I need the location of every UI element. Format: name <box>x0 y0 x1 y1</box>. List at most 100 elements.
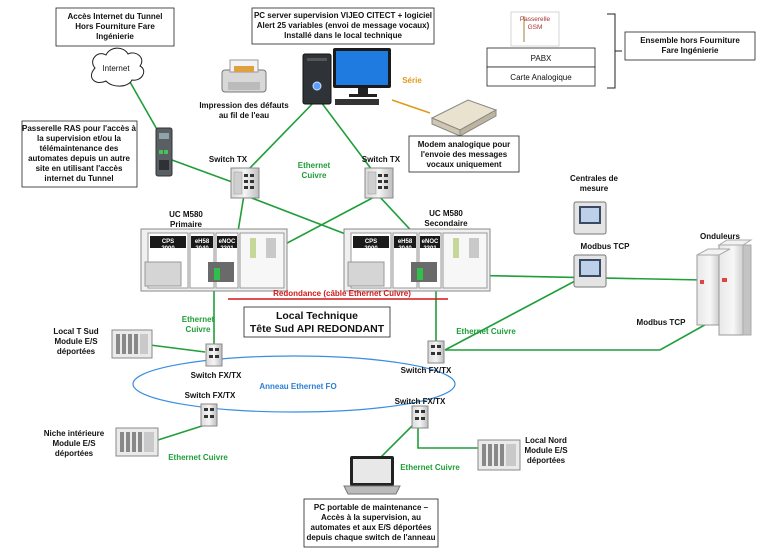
ethernet-cuivre-bottom-left: Ethernet Cuivre <box>168 453 228 462</box>
pabx-label: PABX <box>531 54 552 63</box>
switch-fx-4-label: Switch FX/TX <box>395 397 446 406</box>
centrales-label-1: Centrales de <box>570 174 619 183</box>
anneau-label: Anneau Ethernet FO <box>259 382 336 391</box>
analog-card-label: Carte Analogique <box>510 73 572 82</box>
serial-link <box>391 99 431 114</box>
plc-secondary-rack: CPS 2000 eH58 2040 eNOC 2301 <box>343 228 491 292</box>
ras-line-5: site en utilisant l'accès <box>36 164 123 173</box>
local-t-sud-3: déportées <box>57 347 96 356</box>
enoc-right-1: eNOC <box>422 239 439 245</box>
ehs-right-2: 2040 <box>398 246 412 252</box>
internet-cloud-icon: Internet <box>91 47 145 87</box>
local-nord-2: Module E/S <box>524 446 568 455</box>
fiber-ring <box>132 355 456 413</box>
ethernet-cuivre-top-2: Cuivre <box>302 171 327 180</box>
gsm-label-2: GSM <box>528 24 543 31</box>
switch-tx-left-label: Switch TX <box>209 155 248 164</box>
cps-right-2: 2000 <box>364 246 378 252</box>
internet-box-line-3: Ingénierie <box>96 32 134 41</box>
local-technique-line-1: Local Technique <box>276 310 358 322</box>
pc-portable-line-2: Accès à la supervision, au <box>321 513 421 522</box>
switch-tx-right-icon <box>364 167 394 199</box>
centrales-label-2: mesure <box>580 184 609 193</box>
local-t-sud-1: Local T Sud <box>53 327 98 336</box>
ethernet-cuivre-left-1: Ethernet <box>182 315 215 324</box>
io-module-t-sud-icon <box>111 329 153 359</box>
modem-icon <box>430 99 498 137</box>
niche-label-1: Niche intérieure <box>44 429 105 438</box>
ras-line-2: la supervision et/ou la <box>37 134 122 143</box>
local-nord-3: déportées <box>527 456 566 465</box>
printer-label-1: Impression des défauts <box>199 101 289 110</box>
ras-line-6: internet du Tunnel <box>44 174 113 183</box>
pc-tower-icon <box>302 53 332 105</box>
printer-icon <box>221 59 267 93</box>
uc-primaire-label-2: Primaire <box>170 220 203 229</box>
printer-label-2: au fil de l'eau <box>219 111 269 120</box>
uc-secondaire-label-2: Secondaire <box>424 219 468 228</box>
ras-gateway-device <box>155 127 173 177</box>
enoc-right-2: 2301 <box>423 246 437 252</box>
redondance-label: Redondance (câble Ethernet Cuivre) <box>273 289 411 298</box>
niche-label-2: Module E/S <box>52 439 96 448</box>
io-module-niche-icon <box>115 427 159 457</box>
ras-line-3: télémaintenance des <box>40 144 119 153</box>
pc-server-box: PC server supervision VIJEO CITECT + log… <box>251 7 435 45</box>
modbus-tcp-right-label: Modbus TCP <box>637 318 687 327</box>
uc-primaire-label-1: UC M580 <box>169 210 203 219</box>
modem-box: Modem analogique pour l'envoie des messa… <box>408 135 520 173</box>
cps-left-1: CPS <box>162 239 174 245</box>
switch-fx-1-label: Switch FX/TX <box>191 371 242 380</box>
serial-label: Série <box>402 76 422 85</box>
pc-box-line-3: Installé dans le local technique <box>284 31 402 40</box>
switch-fx-3-label: Switch FX/TX <box>185 391 236 400</box>
ras-line-4: automates depuis un autre <box>28 154 130 163</box>
modem-line-2: l'envoie des messages <box>421 150 508 159</box>
ras-line-1: Passerelle RAS pour l'accès à <box>22 124 137 133</box>
enoc-left-1: eNOC <box>219 239 236 245</box>
power-meter-2-icon <box>573 254 607 288</box>
gsm-gateway-icon: Passerelle GSM <box>510 11 560 47</box>
monitor-icon <box>333 48 391 105</box>
modem-line-1: Modem analogique pour <box>418 140 510 149</box>
ensemble-line-2: Fare Ingénierie <box>662 46 719 55</box>
internet-box-line-1: Accès Internet du Tunnel <box>68 12 163 21</box>
internet-box-line-2: Hors Fourniture Fare <box>75 22 155 31</box>
modem-line-3: vocaux uniquement <box>426 160 501 169</box>
switch-tx-right-label: Switch TX <box>362 155 401 164</box>
power-meter-1-icon <box>573 201 607 235</box>
local-t-sud-2: Module E/S <box>54 337 98 346</box>
enoc-left-2: 2301 <box>220 246 234 252</box>
switch-fx-2-icon <box>427 340 445 364</box>
uc-secondaire-label-1: UC M580 <box>429 209 463 218</box>
gsm-label-1: Passerelle <box>520 16 551 23</box>
pc-portable-line-1: PC portable de maintenance – <box>314 503 429 512</box>
pc-portable-line-4: depuis chaque switch de l'anneau <box>306 533 435 542</box>
ehs-left-1: eH58 <box>195 239 210 245</box>
ethernet-cuivre-top-1: Ethernet <box>298 161 331 170</box>
local-technique-line-2: Tête Sud API REDONDANT <box>250 323 385 335</box>
switch-fx-3-icon <box>200 403 218 427</box>
ehs-right-1: eH58 <box>398 239 413 245</box>
ehs-left-2: 2040 <box>195 246 209 252</box>
cps-left-2: 2000 <box>161 246 175 252</box>
onduleurs-label: Onduleurs <box>700 232 741 241</box>
switch-fx-4-icon <box>411 405 429 429</box>
pc-box-line-2: Alert 25 variables (envoi de message voc… <box>257 21 430 30</box>
laptop-icon <box>343 456 401 495</box>
pabx-box: PABX Carte Analogique <box>486 47 596 87</box>
ensemble-box: Ensemble hors Fourniture Fare Ingénierie <box>624 31 756 61</box>
pc-portable-line-3: automates et aux E/S déportées <box>311 523 432 532</box>
switch-fx-2-label: Switch FX/TX <box>401 366 452 375</box>
bracket <box>607 13 622 89</box>
ras-gateway-box: Passerelle RAS pour l'accès à la supervi… <box>21 120 138 188</box>
ensemble-line-1: Ensemble hors Fourniture <box>640 36 740 45</box>
local-nord-1: Local Nord <box>525 436 567 445</box>
cps-right-1: CPS <box>365 239 377 245</box>
ethernet-cuivre-left-2: Cuivre <box>186 325 211 334</box>
ethernet-cuivre-right: Ethernet Cuivre <box>456 327 516 336</box>
ethernet-cuivre-bottom-right: Ethernet Cuivre <box>400 463 460 472</box>
pc-portable-box: PC portable de maintenance – Accès à la … <box>303 498 439 548</box>
switch-fx-1-icon <box>205 343 223 367</box>
